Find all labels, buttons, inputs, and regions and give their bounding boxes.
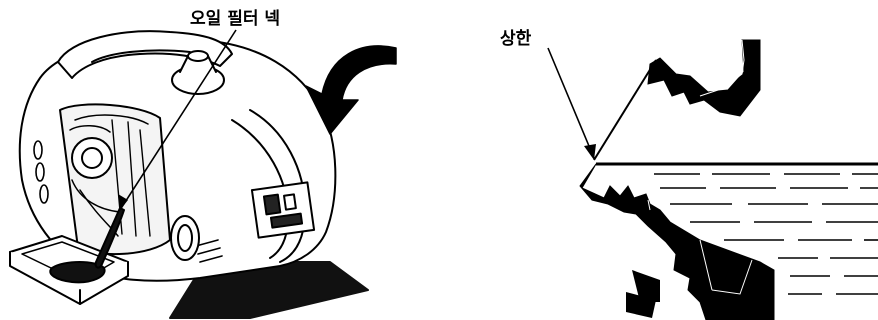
generator-illustration	[10, 31, 368, 318]
control-panel	[252, 182, 314, 237]
upper-limit-label: 상한	[500, 24, 531, 49]
oil-filler-neck-label: 오일 필터 넥	[190, 4, 280, 29]
filler-neck-section	[580, 40, 878, 320]
upper-limit-leader	[548, 48, 596, 160]
